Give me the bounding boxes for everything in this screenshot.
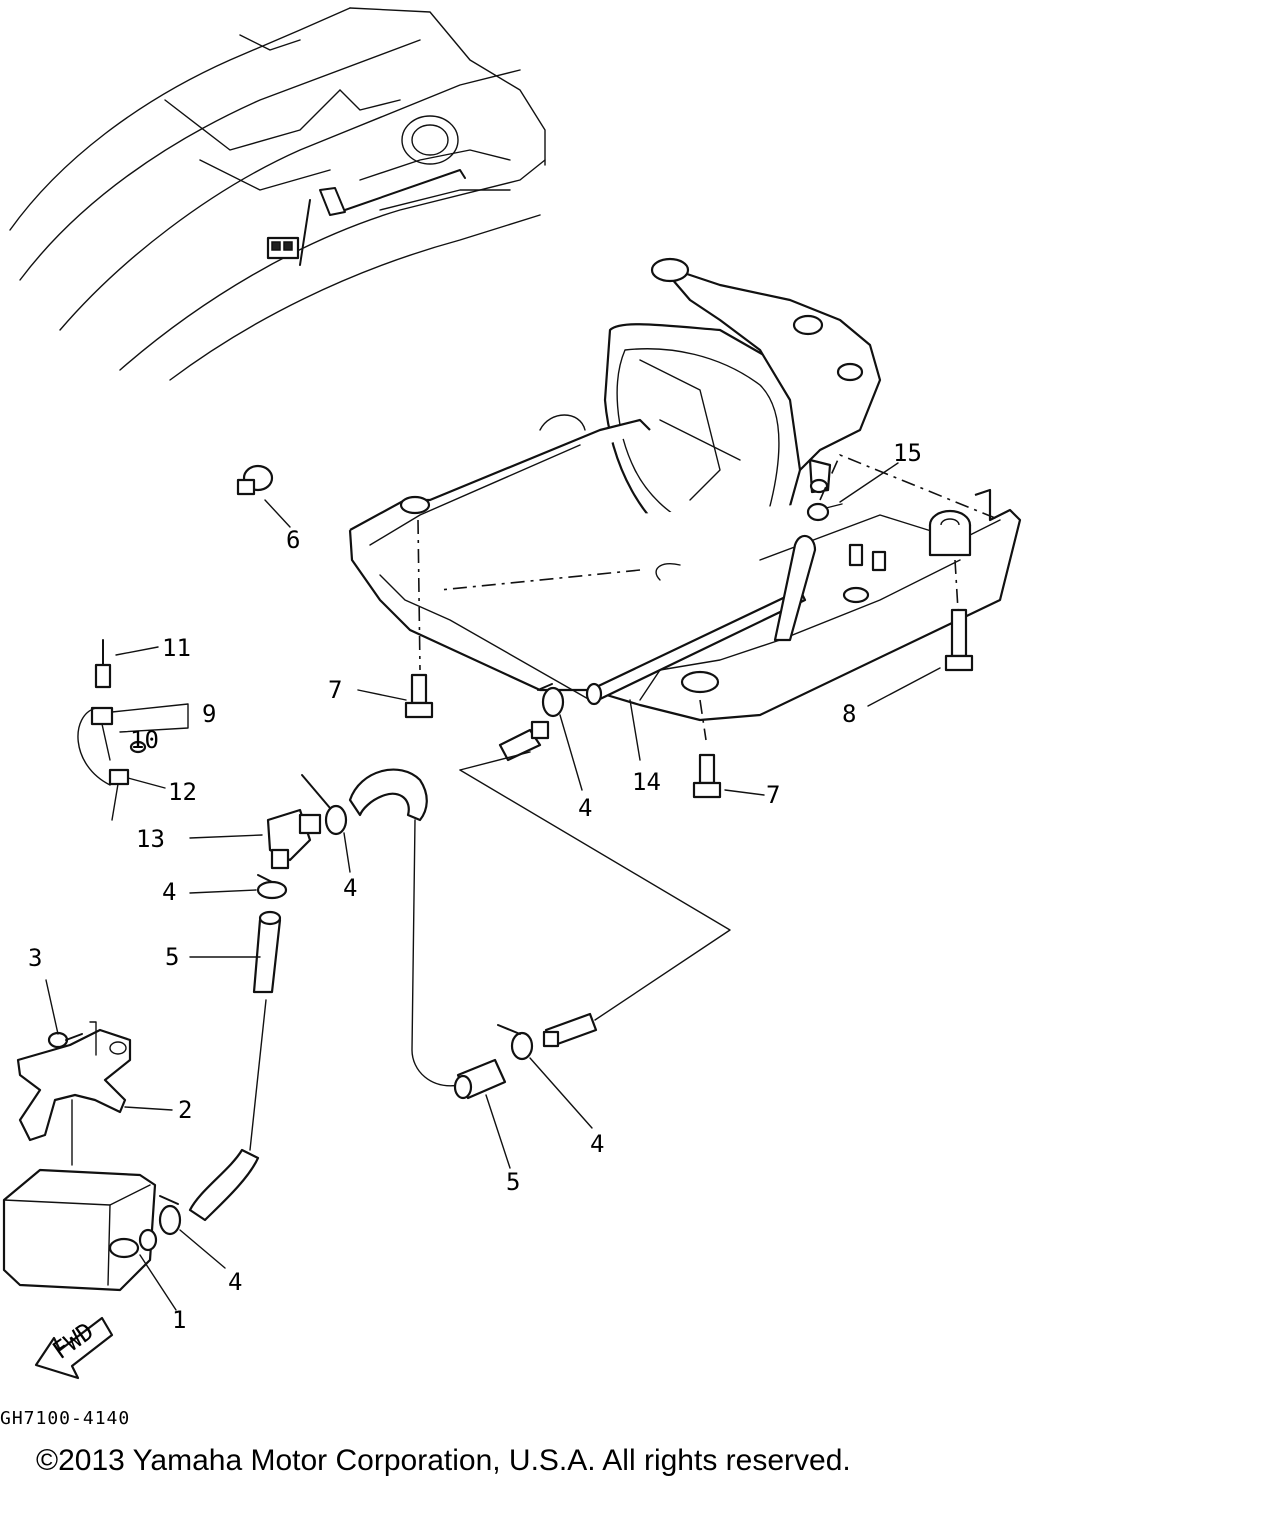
callout: 13: [136, 825, 165, 853]
bracket-2: [16, 1028, 132, 1142]
nipple-fitting: [498, 720, 550, 762]
callout: 4: [343, 874, 357, 902]
callout: 4: [162, 878, 176, 906]
callout: 5: [165, 943, 179, 971]
hull-inset: [9, 7, 546, 381]
callout: 7: [328, 676, 342, 704]
callout: 10: [130, 726, 159, 754]
callout: 4: [228, 1268, 242, 1296]
bolt-7b: [692, 753, 722, 799]
hose-bend: [348, 768, 428, 822]
callout: 7: [766, 781, 780, 809]
clamp-4-bottom: [158, 1195, 182, 1236]
leader-lines: [45, 462, 941, 1311]
callout: 15: [893, 439, 922, 467]
callout: 8: [842, 700, 856, 728]
plug-6: [236, 464, 274, 496]
clamp-4-elbow: [256, 874, 288, 900]
callout: 5: [506, 1168, 520, 1196]
fwd-arrow-icon: FWD: [34, 1316, 114, 1380]
diagram-code: GH7100-4140: [0, 1408, 131, 1429]
clip-assembly: [77, 639, 189, 821]
elbow-13: [266, 808, 322, 870]
callout: 14: [632, 768, 661, 796]
callout: 9: [202, 700, 216, 728]
callout: 1: [172, 1306, 186, 1334]
hose-bottom: [188, 1148, 260, 1222]
callout: 12: [168, 778, 197, 806]
fitting-15: [806, 502, 843, 522]
hose-5-lower: [453, 1058, 507, 1100]
hose-14: [629, 699, 641, 761]
copyright-notice: ©2013 Yamaha Motor Corporation, U.S.A. A…: [36, 1444, 851, 1477]
bolt-7a: [404, 673, 434, 719]
intake-duct: [348, 414, 1022, 741]
callout: 3: [28, 944, 42, 972]
callout: 2: [178, 1096, 192, 1124]
screw-3: [47, 1021, 97, 1056]
box-1: [2, 1168, 158, 1292]
callout: 4: [578, 794, 592, 822]
callout: 6: [286, 526, 300, 554]
hose-5-vertical: [252, 910, 282, 994]
clamp-4-lower: [497, 1024, 534, 1061]
callout: 11: [162, 634, 191, 662]
clamp-4-mid: [301, 774, 348, 836]
callout: 4: [590, 1130, 604, 1158]
clamp-4-intake: [537, 683, 565, 718]
bolt-8: [944, 608, 974, 672]
nipple-lower: [542, 1012, 598, 1048]
callouts: 1 2 3 4 4 4 4 4 5 5 6 7 7 8 9 10 11 12 1…: [28, 439, 922, 1334]
